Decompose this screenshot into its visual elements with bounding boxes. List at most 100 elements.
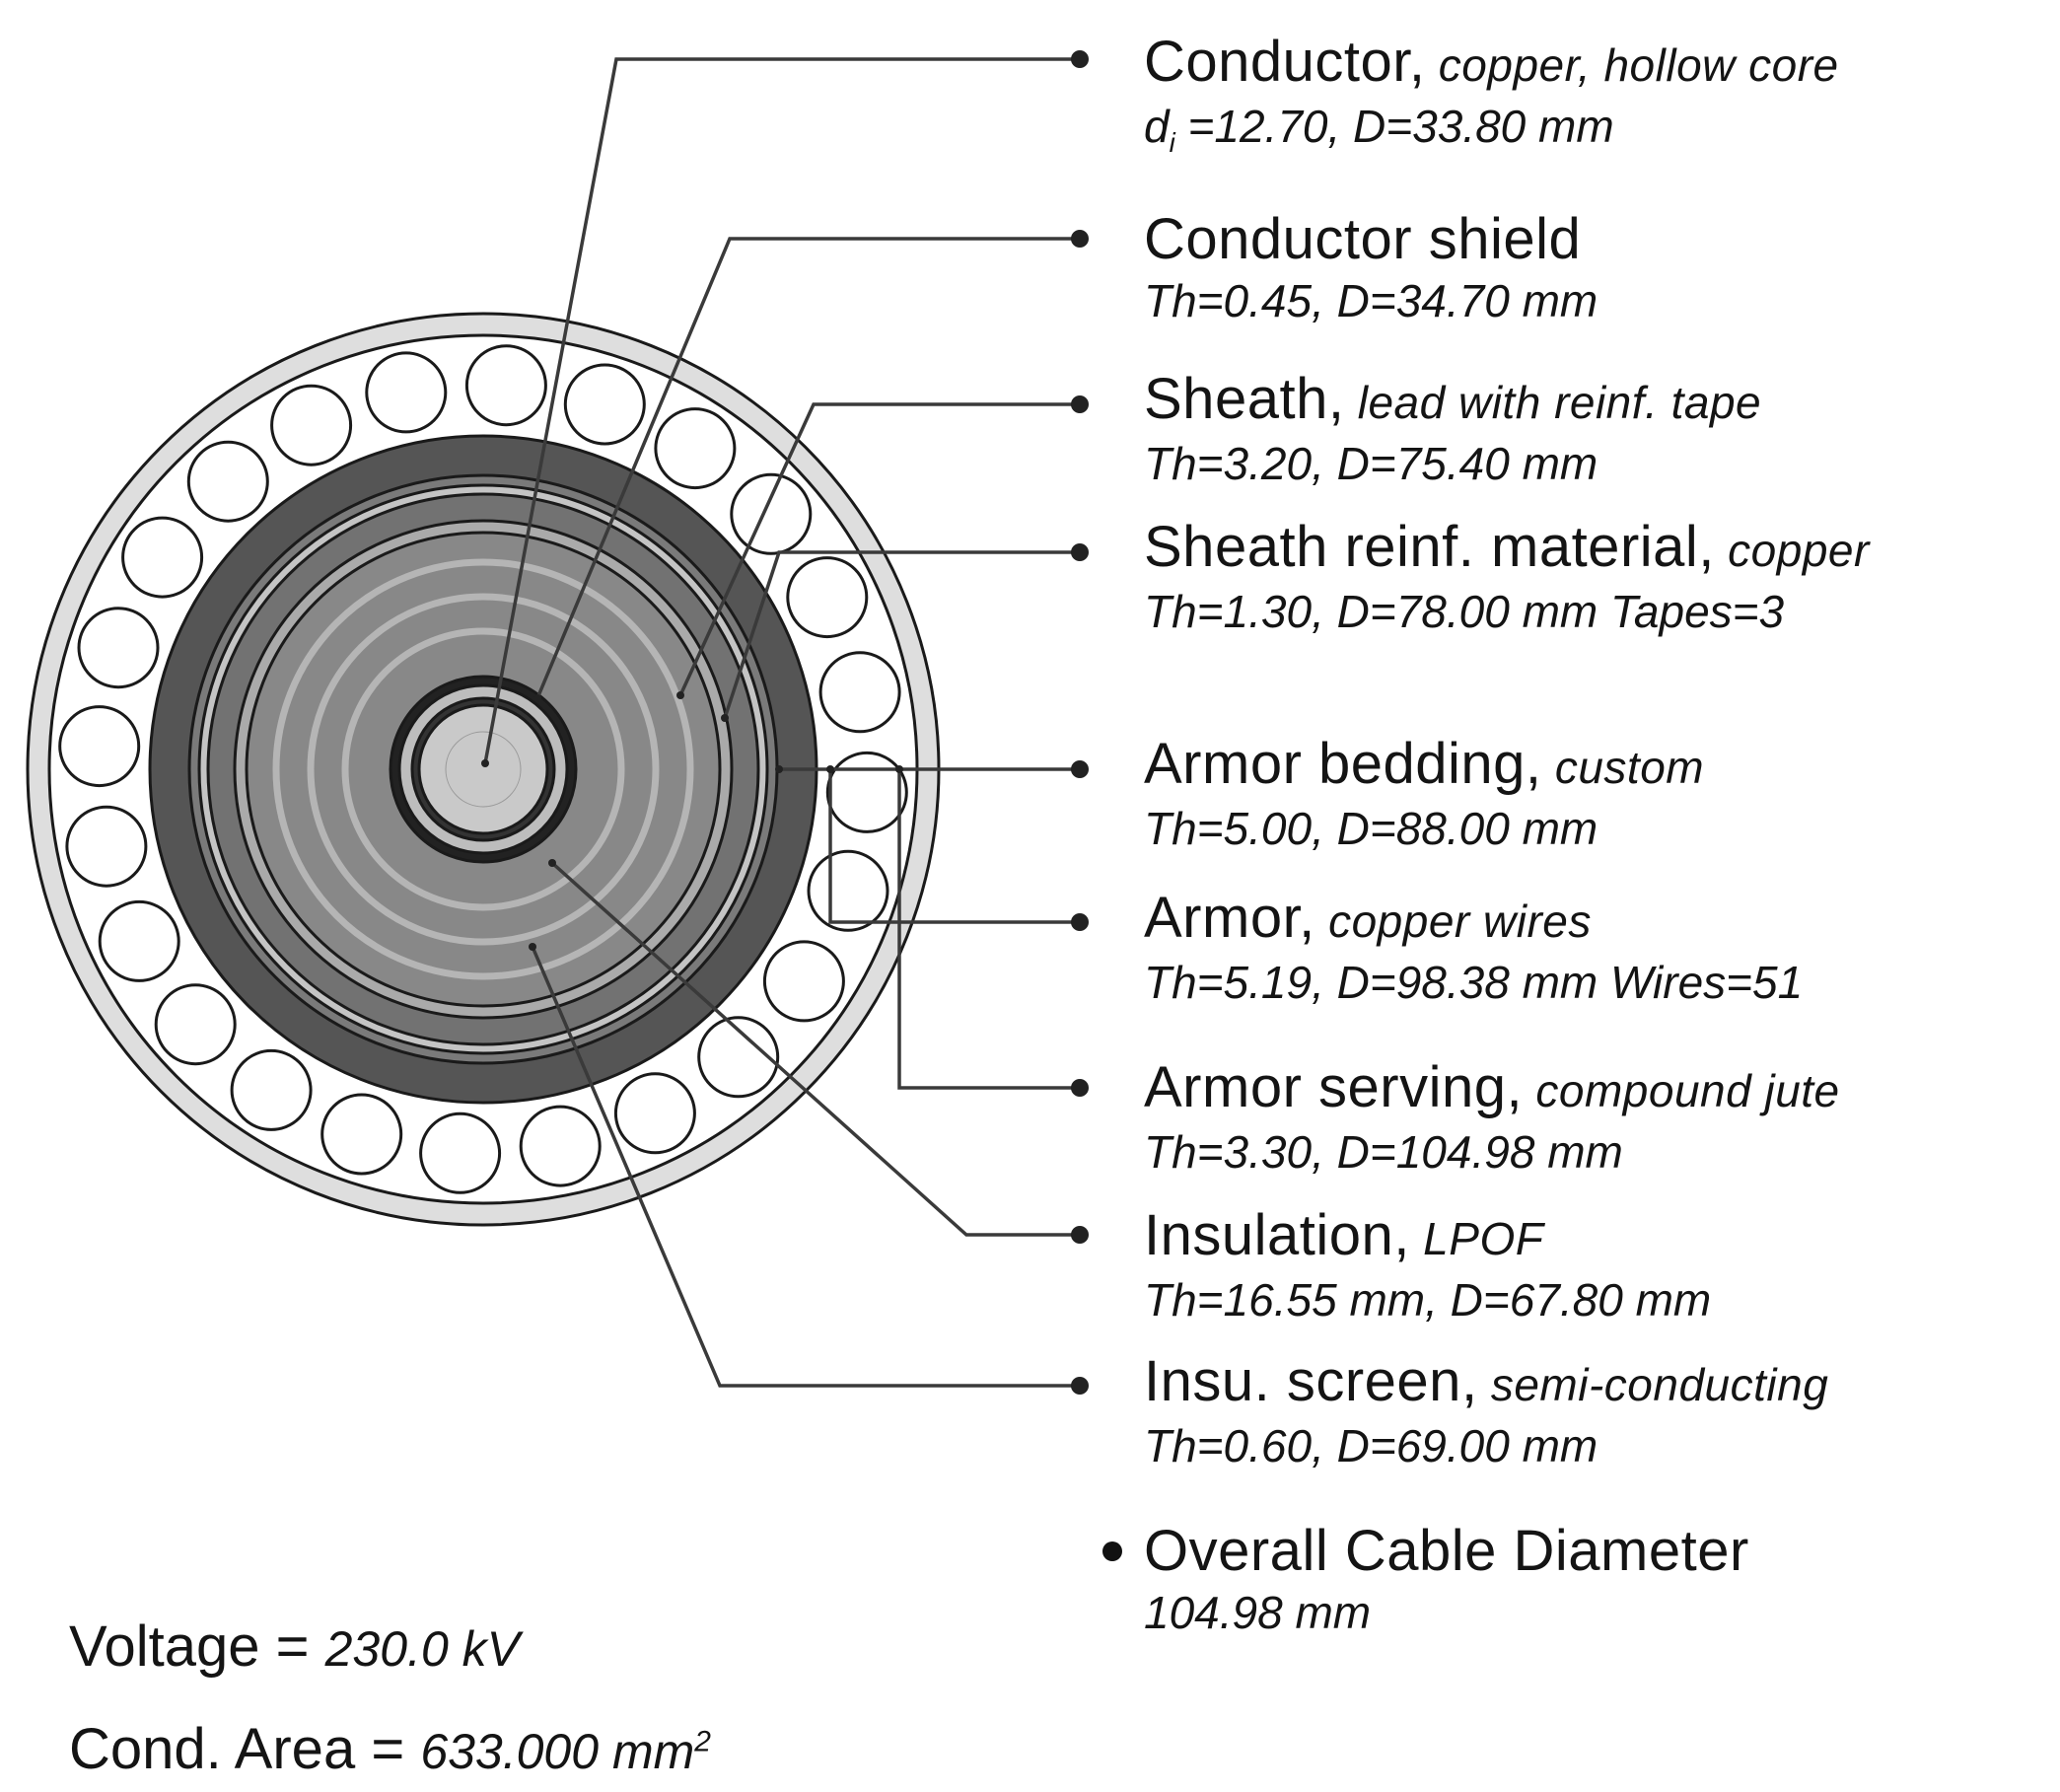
leader-end-dot — [1071, 395, 1089, 413]
leader-line — [723, 550, 1080, 719]
layer-material: copper, hollow core — [1425, 39, 1839, 91]
conductor-ring — [417, 703, 549, 835]
leader-end-dot — [1071, 543, 1089, 561]
layer-title: Sheath reinf. material, copper — [1144, 515, 2051, 583]
armor-wire — [825, 751, 908, 833]
layer-name: Conductor, — [1144, 30, 1426, 94]
armor-wire — [77, 607, 160, 689]
layer-title: Armor, copper wires — [1144, 886, 2051, 954]
layer-name: Conductor shield — [1144, 207, 1582, 271]
layer-title: Conductor, copper, hollow core — [1144, 30, 2051, 98]
leader-end-dot — [1071, 50, 1089, 68]
cable-rings — [26, 312, 941, 1227]
leader-anchor-dot — [481, 759, 489, 767]
armor-wire — [154, 983, 237, 1066]
layer-spec: Th=16.55 mm, D=67.80 mm — [1144, 1274, 1712, 1326]
layer-name: Insu. screen, — [1144, 1349, 1478, 1413]
armor-wire — [186, 440, 269, 523]
armor-wire — [697, 1016, 780, 1099]
leader-line — [535, 237, 1080, 699]
leader-line — [897, 769, 1080, 1090]
layer-name: Armor bedding, — [1144, 732, 1542, 796]
armor-wire — [519, 1105, 602, 1187]
layer-spec: Th=5.00, D=88.00 mm — [1144, 803, 1598, 854]
layer-title: Armor bedding, custom — [1144, 732, 2051, 800]
overall-bullet-icon — [1102, 1541, 1122, 1561]
insulation-band-2 — [307, 593, 660, 946]
layer-title: Sheath, lead with reinf. tape — [1144, 367, 2051, 435]
insulation-band-3 — [341, 627, 625, 911]
leader-end-dot — [1071, 1079, 1089, 1097]
armor-wire — [464, 344, 547, 427]
layer-spec: di =12.70, D=33.80 mm — [1144, 101, 1614, 159]
leader-end-dot — [1071, 230, 1089, 248]
leader-anchor-dot — [775, 765, 783, 773]
armor-wire — [230, 1048, 313, 1131]
leader-anchor-dot — [721, 714, 729, 722]
layer-title: Insulation, LPOF — [1144, 1203, 2051, 1271]
armor-wire — [270, 384, 353, 466]
layer-title: Conductor shield — [1144, 207, 2051, 272]
armor-wire — [320, 1093, 403, 1176]
voltage-value: 230.0 kV — [324, 1621, 520, 1677]
leader-line — [483, 57, 1080, 764]
leader-end-dot — [1071, 760, 1089, 778]
armor-wire — [419, 1111, 502, 1194]
armor-wire — [98, 899, 180, 982]
leader-anchor-dot — [533, 694, 541, 702]
armor-wire — [613, 1072, 696, 1155]
conductor-area-label: Cond. Area = — [69, 1717, 405, 1781]
layer-material: copper — [1714, 525, 1870, 576]
armor-wire — [786, 556, 869, 639]
conductor-area-value: 633.000 mm2 — [420, 1724, 711, 1779]
layer-material: LPOF — [1409, 1213, 1544, 1264]
leader-line — [678, 402, 1080, 696]
leader-anchor-dot — [826, 765, 834, 773]
leader-anchor-dot — [676, 691, 684, 699]
armor-wire — [65, 805, 148, 888]
layer-title: Insu. screen, semi-conducting — [1144, 1349, 2051, 1417]
overall-diameter-value: 104.98 mm — [1144, 1587, 1372, 1638]
leader-end-dot — [1071, 913, 1089, 931]
leader-lines — [481, 50, 1122, 1561]
layer-name: Armor serving, — [1144, 1055, 1524, 1119]
leader-end-dot — [1071, 1226, 1089, 1244]
armor-wire — [654, 407, 737, 490]
armor-wires — [58, 344, 908, 1194]
armor-wire — [818, 651, 901, 734]
layer-material: custom — [1541, 742, 1705, 793]
voltage-line: Voltage = 230.0 kV — [69, 1613, 520, 1680]
layer-name: Armor, — [1144, 886, 1315, 950]
layer-material: lead with reinf. tape — [1344, 377, 1762, 428]
overall-diameter-title: Overall Cable Diameter — [1144, 1519, 1749, 1583]
armor-wire — [730, 472, 813, 555]
leader-anchor-dot — [548, 859, 556, 867]
layer-material: semi-conducting — [1477, 1359, 1829, 1410]
voltage-label: Voltage = — [69, 1614, 310, 1679]
leader-line — [828, 769, 1080, 924]
leader-line — [550, 861, 1080, 1237]
layer-name: Sheath, — [1144, 367, 1345, 431]
layer-spec: Th=5.19, D=98.38 mm Wires=51 — [1144, 957, 1804, 1008]
armor-wire — [762, 940, 845, 1023]
leader-anchor-dot — [529, 943, 536, 951]
armor-wire — [365, 351, 448, 434]
conductor-hollow-core — [445, 731, 522, 808]
insulation-band-1 — [272, 558, 694, 980]
layer-spec: Th=1.30, D=78.00 mm Tapes=3 — [1144, 586, 1785, 637]
armor-wire — [121, 516, 204, 599]
layer-title: Armor serving, compound jute — [1144, 1055, 2051, 1123]
layer-spec: Th=3.30, D=104.98 mm — [1144, 1126, 1623, 1178]
layer-material: compound jute — [1523, 1065, 1840, 1116]
